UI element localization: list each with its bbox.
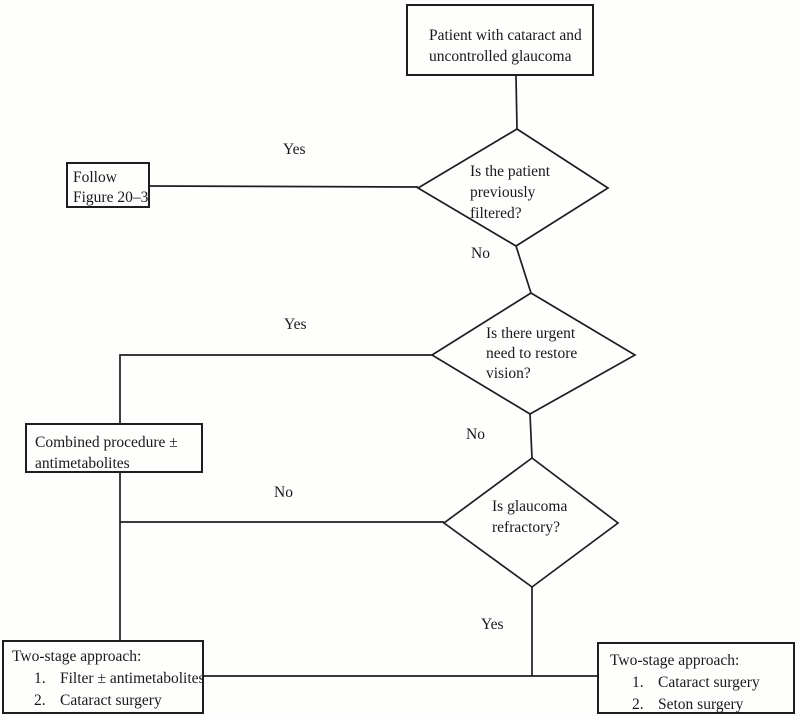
two-stage-seton-item1: 1. Cataract surgery <box>610 672 793 694</box>
connector-d1-yes <box>148 185 419 188</box>
branch-label-no-glaucoma-refractory: No <box>274 484 293 501</box>
two-stage-filter-node: Two-stage approach: 1. Filter ± antimetab… <box>2 640 205 714</box>
decision2-line3: vision? <box>486 365 531 382</box>
decision1-line1: Is the patient <box>470 163 551 180</box>
item-number: 1. <box>632 674 644 691</box>
connector-d2-to-d3 <box>529 413 533 459</box>
branch-label-yes-previously-filtered: Yes <box>283 141 306 158</box>
item-number: 2. <box>34 692 46 709</box>
decision1-line2: previously <box>470 184 536 201</box>
connector-d1-to-d2 <box>515 245 532 294</box>
connector-d2-yes <box>119 354 432 423</box>
item-number: 1. <box>34 670 46 687</box>
decision2-line2: need to restore <box>486 345 578 362</box>
decision-text-previously-filtered: Is the patient previously filtered? <box>470 161 550 224</box>
decision3-line2: refractory? <box>492 519 560 536</box>
decision1-line3: filtered? <box>470 205 522 222</box>
two-stage-filter-item2: 2. Cataract surgery <box>12 690 202 712</box>
follow-figure-line1: Follow <box>73 169 117 186</box>
follow-figure-line2: Figure 20–3 <box>73 189 149 206</box>
branch-label-yes-urgent-vision: Yes <box>284 316 307 333</box>
two-stage-filter-title: Two-stage approach: <box>12 648 142 665</box>
item-text: Filter ± antimetabolites <box>60 670 205 687</box>
item-text: Cataract surgery <box>658 674 760 691</box>
two-stage-seton-item2: 2. Seton surgery <box>610 694 793 716</box>
combined-procedure-line2: antimetabolites <box>35 455 130 472</box>
decision-text-urgent-vision: Is there urgent need to restore vision? <box>486 324 577 384</box>
combined-procedure-line1: Combined procedure ± <box>35 434 178 451</box>
combined-procedure-node: Combined procedure ± antimetabolites <box>25 423 203 473</box>
follow-figure-node: Follow Figure 20–3 <box>66 162 150 208</box>
decision2-line1: Is there urgent <box>486 325 576 342</box>
decision-text-glaucoma-refractory: Is glaucoma refractory? <box>492 496 567 538</box>
item-number: 2. <box>632 696 644 713</box>
branch-label-no-urgent-vision: No <box>466 426 485 443</box>
two-stage-filter-item1: 1. Filter ± antimetabolites <box>12 668 205 690</box>
connector-start-to-d1 <box>515 75 518 130</box>
item-text: Cataract surgery <box>60 692 162 709</box>
start-node-text-line2: uncontrolled glaucoma <box>429 48 572 65</box>
two-stage-seton-title: Two-stage approach: <box>610 652 740 669</box>
branch-label-no-previously-filtered: No <box>471 245 490 262</box>
two-stage-seton-node: Two-stage approach: 1. Cataract surgery 2… <box>597 642 795 714</box>
branch-label-yes-glaucoma-refractory: Yes <box>481 616 504 633</box>
start-node-text-line1: Patient with cataract and <box>429 27 582 44</box>
decision3-line1: Is glaucoma <box>492 498 568 515</box>
item-text: Seton surgery <box>658 696 744 713</box>
start-node-patient: Patient with cataract and uncontrolled g… <box>406 4 594 76</box>
